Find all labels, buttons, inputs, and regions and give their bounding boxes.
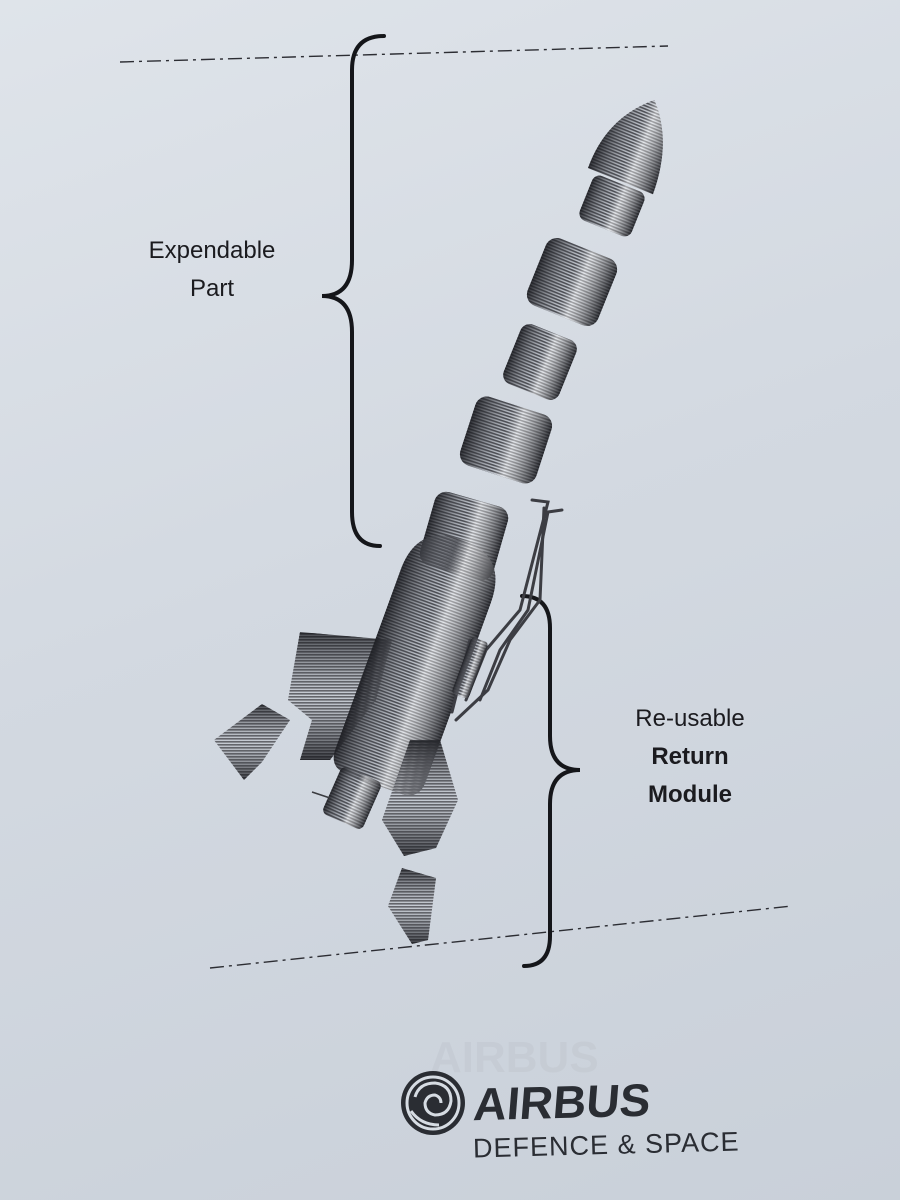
reusable-return-module-label: Re-usable Return Module — [600, 700, 780, 814]
reusable-label-line1: Re-usable — [635, 705, 745, 732]
top-dashed-line — [119, 45, 669, 63]
stage-segment-2 — [503, 324, 577, 400]
return-module — [214, 535, 496, 944]
bottom-dashed-line — [209, 905, 793, 969]
expendable-brace — [321, 34, 386, 548]
return-module-brace — [520, 594, 581, 968]
feed-line-valve — [452, 637, 488, 699]
ghost-print: AIRBUS — [430, 1033, 599, 1082]
stage-segment-3 — [459, 396, 553, 484]
expendable-label-line2: Part — [189, 275, 234, 302]
nose-cone — [587, 99, 663, 195]
airbus-wordmark: AIRBUS — [471, 1073, 653, 1131]
payload-adapter — [579, 175, 645, 237]
airbus-swirl-icon — [401, 1071, 465, 1135]
upper-stage-segment — [526, 238, 618, 326]
expendable-part-label: Expendable Part — [112, 232, 312, 308]
expendable-label-line1: Expendable — [148, 237, 276, 264]
reusable-label-line2: Return — [651, 743, 729, 770]
reusable-label-line3: Module — [648, 781, 732, 808]
